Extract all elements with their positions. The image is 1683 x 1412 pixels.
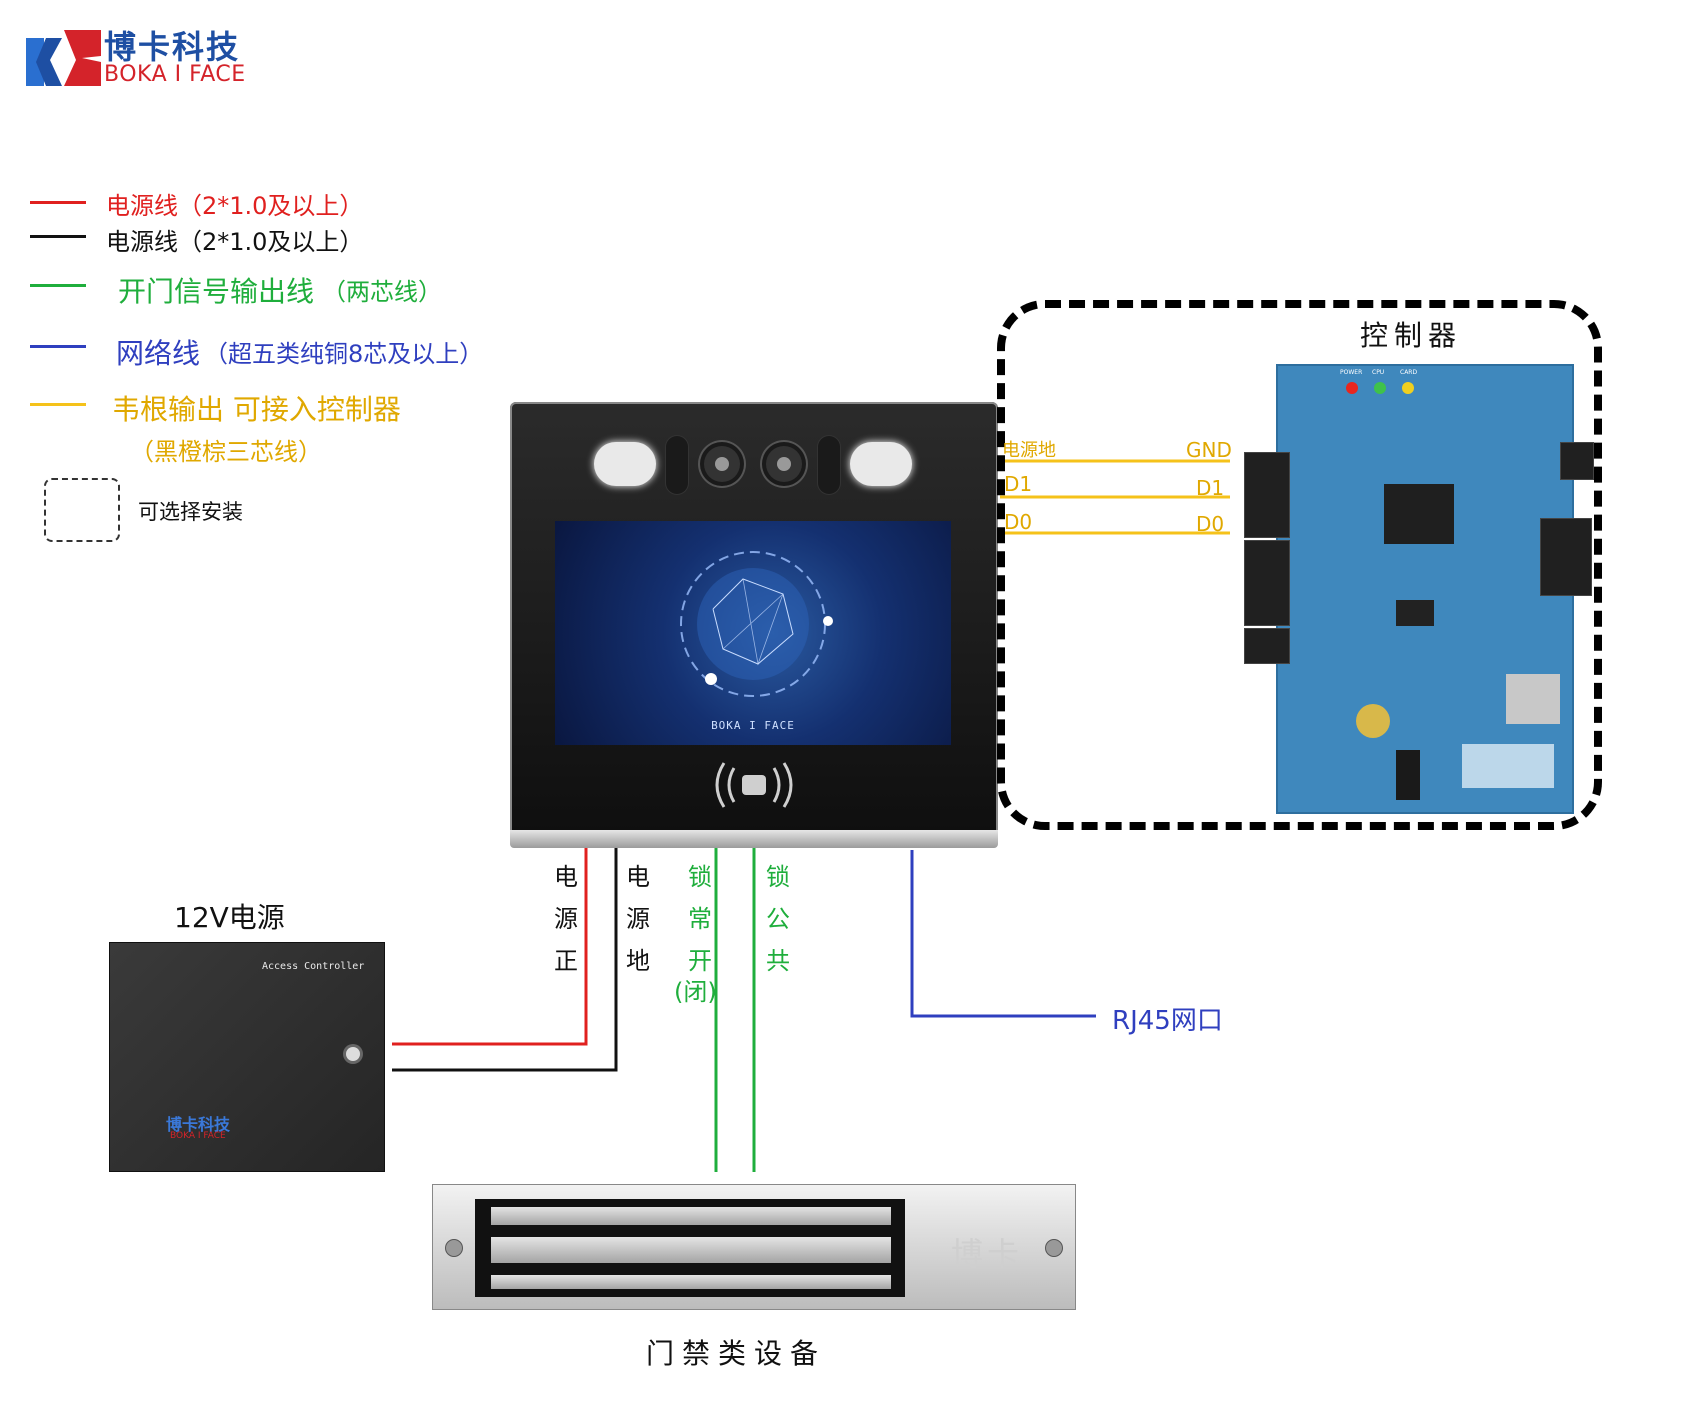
camera-right-icon	[766, 446, 802, 482]
legend-label-optional: 可选择安装	[138, 500, 243, 524]
legend-note-network: （超五类纯铜8芯及以上）	[204, 340, 484, 368]
controller-board: POWER CPU CARD	[1276, 364, 1574, 814]
board-rj45-port	[1506, 674, 1560, 724]
wiegand-right-d1: D1	[1196, 476, 1225, 500]
board-header	[1396, 750, 1420, 800]
wiegand-left-gnd: 电源地	[1002, 440, 1056, 461]
legend-note-door-signal: （两芯线）	[322, 278, 442, 306]
legend-label-network: 网络线	[116, 337, 201, 370]
fill-light-right	[850, 442, 912, 486]
label-power-ground-text: 电源地	[626, 863, 650, 975]
led-label-cpu: CPU	[1372, 369, 1385, 376]
label-lock-common: 锁公共	[762, 856, 794, 982]
label-lock-com-text: 锁公共	[766, 863, 790, 975]
screen-brand-text: BOKA I FACE	[711, 719, 795, 732]
controller-title: 控制器	[1360, 319, 1463, 352]
ir-sensor-left	[666, 436, 688, 494]
screen-globe-graphic	[680, 551, 833, 697]
legend-label-power-red: 电源线（2*1.0及以上）	[106, 192, 364, 220]
company-name-cn: 博卡科技	[104, 28, 241, 66]
power-supply-box: Access Controller 博卡科技 BOKA I FACE	[109, 942, 385, 1172]
fill-light-left	[594, 442, 656, 486]
wire-power-ground	[392, 848, 618, 1072]
controller-terminal-left-2	[1244, 540, 1290, 626]
wiegand-left-d0: D0	[1004, 510, 1033, 534]
screw-right-icon	[1045, 1239, 1063, 1257]
legend-swatch-red	[30, 201, 86, 204]
mag-bar-bottom	[491, 1275, 891, 1289]
label-lock-normally-open: 锁常开	[684, 856, 716, 982]
board-chip-small	[1396, 600, 1434, 626]
terminal-screen: BOKA I FACE	[555, 521, 951, 745]
led-label-card: CARD	[1400, 369, 1418, 376]
controller-terminal-right-1	[1560, 442, 1594, 480]
keyhole-icon	[346, 1047, 360, 1061]
company-name-en: BOKA I FACE	[104, 62, 246, 87]
led-label-power: POWER	[1340, 369, 1363, 376]
led-power	[1346, 382, 1358, 394]
label-power-ground: 电源地	[622, 856, 654, 982]
legend-note-wiegand: （黑橙棕三芯线）	[130, 438, 322, 466]
wire-power-positive	[392, 848, 588, 1046]
magnetic-lock-brand: 博卡	[951, 1235, 1024, 1273]
controller-optional-frame	[997, 300, 1602, 830]
controller-terminal-left-1	[1244, 452, 1290, 538]
led-card	[1402, 382, 1414, 394]
company-logo-mark	[26, 30, 101, 86]
legend-swatch-black	[30, 235, 86, 238]
legend-label-wiegand: 韦根输出 可接入控制器	[112, 393, 401, 426]
legend-label-power-black: 电源线（2*1.0及以上）	[106, 228, 364, 256]
ir-sensor-right	[818, 436, 840, 494]
legend-swatch-green	[30, 284, 86, 287]
board-chip-main	[1384, 484, 1454, 544]
legend-label-door-signal: 开门信号输出线	[118, 275, 315, 308]
magnetic-lock-core	[475, 1199, 905, 1297]
legend-optional-box	[44, 478, 120, 542]
nfc-icon	[715, 762, 793, 808]
magnetic-lock: 博卡	[432, 1184, 1076, 1310]
power-supply-logo-cn: 博卡科技	[166, 1115, 231, 1134]
controller-terminal-left-3	[1244, 628, 1290, 664]
label-lock-normally-closed: (闭)	[674, 978, 717, 1006]
led-cpu	[1374, 382, 1386, 394]
screw-left-icon	[445, 1239, 463, 1257]
legend-swatch-yellow	[30, 403, 86, 406]
label-lock-no-text: 锁常开	[688, 863, 712, 975]
wiegand-right-gnd: GND	[1186, 438, 1232, 462]
wiegand-right-d0: D0	[1196, 512, 1225, 536]
label-power-positive: 电源正	[550, 856, 582, 982]
legend-swatch-blue	[30, 345, 86, 348]
label-power-positive-text: 电源正	[554, 863, 578, 975]
power-supply-label: Access Controller	[262, 961, 365, 972]
mag-bar-top	[491, 1207, 891, 1225]
controller-terminal-right-2	[1540, 518, 1592, 596]
power-supply-title: 12V电源	[174, 901, 285, 934]
label-rj45: RJ45网口	[1112, 1006, 1223, 1036]
mag-bar-middle	[491, 1237, 891, 1263]
board-label-sticker	[1462, 744, 1554, 788]
wire-rj45	[910, 850, 1096, 1018]
wiegand-left-d1: D1	[1004, 472, 1033, 496]
terminal-base	[510, 830, 998, 848]
magnetic-lock-caption: 门禁类设备	[646, 1337, 827, 1370]
camera-left-icon	[704, 446, 740, 482]
board-battery	[1356, 704, 1390, 738]
power-supply-logo-en: BOKA I FACE	[170, 1131, 226, 1141]
